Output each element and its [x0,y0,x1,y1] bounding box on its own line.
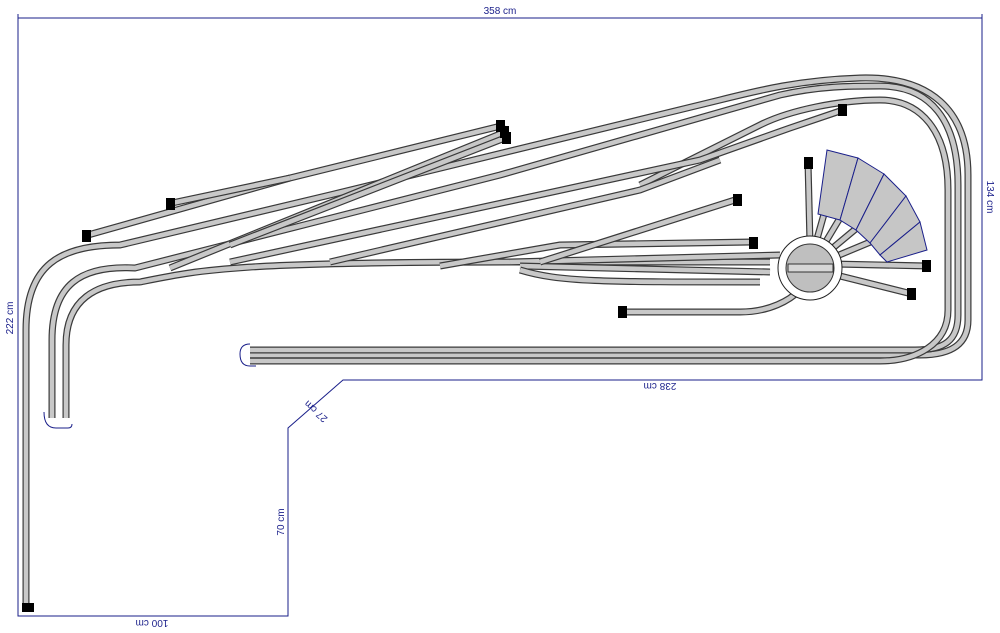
loop-end-cap-left [43,411,73,429]
buffer-stop [502,132,511,144]
buffer-stop [838,104,847,116]
track-segment-fill [439,239,753,269]
roundhouse-stall [879,221,928,263]
dim-inner-vertical: 70 cm [276,508,287,535]
turntable-bridge [787,263,834,273]
dim-left-height: 222 cm [5,302,16,335]
track-segment [250,96,952,365]
track-segment-fill [171,175,291,206]
dim-top-width: 358 cm [484,6,517,17]
buffer-stop [804,157,813,169]
buffer-stop [922,260,931,272]
buffer-stop [907,288,916,300]
track-segment-fill [49,83,961,418]
roundhouse [817,149,928,263]
track-segment-fill [250,97,951,364]
track-segment-fill [519,263,771,275]
track-segment-fill [519,267,761,285]
track-segment-fill [63,259,770,418]
tracks [22,74,972,607]
buffer-stop [749,237,758,249]
buffer-stop [166,198,175,210]
buffer-stop [733,194,742,206]
turntable [777,235,843,301]
loop-end-cap-bottom [239,343,256,367]
track-segment [62,258,770,418]
track-segment-fill [539,197,736,265]
track-segment-fill [805,161,813,245]
track-segment-fill [229,135,506,248]
track-segment-fill [329,157,721,265]
track-segment-fill [831,271,913,297]
dim-inner-bottom: 238 cm [644,380,677,391]
track-segment-fill [229,107,844,265]
dim-right-height: 134 cm [984,181,995,214]
buffer-stop [22,603,34,612]
buffer-stop [82,230,91,242]
track-segment-fill [833,261,929,269]
dim-diagonal: 27 cm [303,398,331,424]
buffer-stops [22,104,931,612]
baseboard-outline [17,17,983,617]
track-segment [625,287,803,316]
dim-bottom-width: 100 cm [136,617,169,628]
track-segment-fill [23,75,971,607]
buffer-stop [618,306,627,318]
